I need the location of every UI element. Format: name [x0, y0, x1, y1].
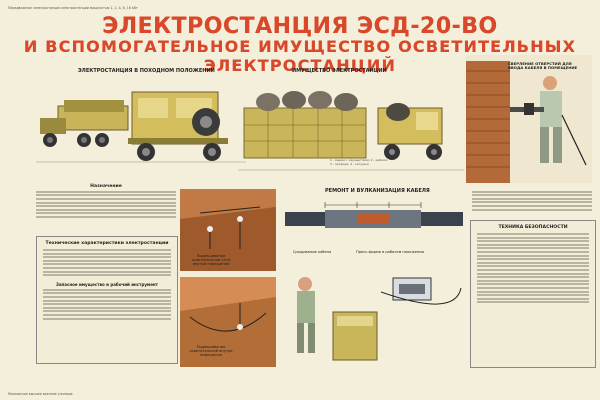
bottom-note: Московское высшее военное училище [8, 392, 73, 396]
cable-diagram [285, 202, 463, 228]
safety-box: ТЕХНИКА БЕЗОПАСНОСТИ [470, 220, 596, 368]
cable-splice-caption: Сращивание кабеля [292, 250, 332, 254]
equipment-label: ИМУЩЕСТВО ЭЛЕКТРОСТАНЦИИ [292, 68, 387, 74]
equipment-illustration [238, 91, 464, 171]
repair-label: РЕМОНТ И ВУЛКАНИЗАЦИЯ КАБЕЛЯ [325, 188, 430, 194]
truck-illustration [36, 78, 246, 178]
title-line-1: ЭЛЕКТРОСТАНЦИЯ ЭСД-20-ВО [102, 14, 498, 39]
specs-rows [37, 249, 177, 277]
wall-mount-caption-1: Подвешивание осветительной сети внутри п… [191, 254, 231, 267]
safety-heading: ТЕХНИКА БЕЗОПАСНОСТИ [498, 225, 568, 230]
top-left-note: Передвижные электростанции электростанци… [8, 6, 138, 10]
soldering-illustration [285, 258, 465, 372]
purpose-block: Назначение [36, 184, 176, 220]
right-upper-text [472, 189, 592, 212]
press-caption: Пресс-форма в рабочем положении [356, 250, 424, 254]
reserve-heading: Запасное имущество и рабочий инструмент [55, 282, 158, 288]
march-label: ЭЛЕКТРОСТАНЦИЯ В ПОХОДНОМ ПОЛОЖЕНИИ [78, 68, 215, 74]
specs-heading: Технические характеристики электростанци… [45, 241, 169, 246]
drilling-label: СВЕРЛЕНИЕ ОТВЕРСТИЙ ДЛЯ ВВОДА КАБЕЛЯ В П… [508, 61, 578, 71]
drilling-illustration [466, 55, 592, 183]
wall-mount-caption-2: Подвешивание осветительной внутри помеще… [189, 345, 233, 358]
equipment-legend: 1 - ящики с имуществом; 2 - кабели; 3 - … [330, 158, 388, 166]
purpose-heading: Назначение [90, 184, 122, 189]
wall-mount-panel-2 [180, 277, 276, 367]
title-line-2: И ВСПОМОГАТЕЛЬНОЕ ИМУЩЕСТВО ОСВЕТИТЕЛЬНЫ… [23, 37, 577, 75]
wall-mount-panel-1 [180, 189, 276, 271]
specs-box: Технические характеристики электростанци… [36, 236, 178, 364]
